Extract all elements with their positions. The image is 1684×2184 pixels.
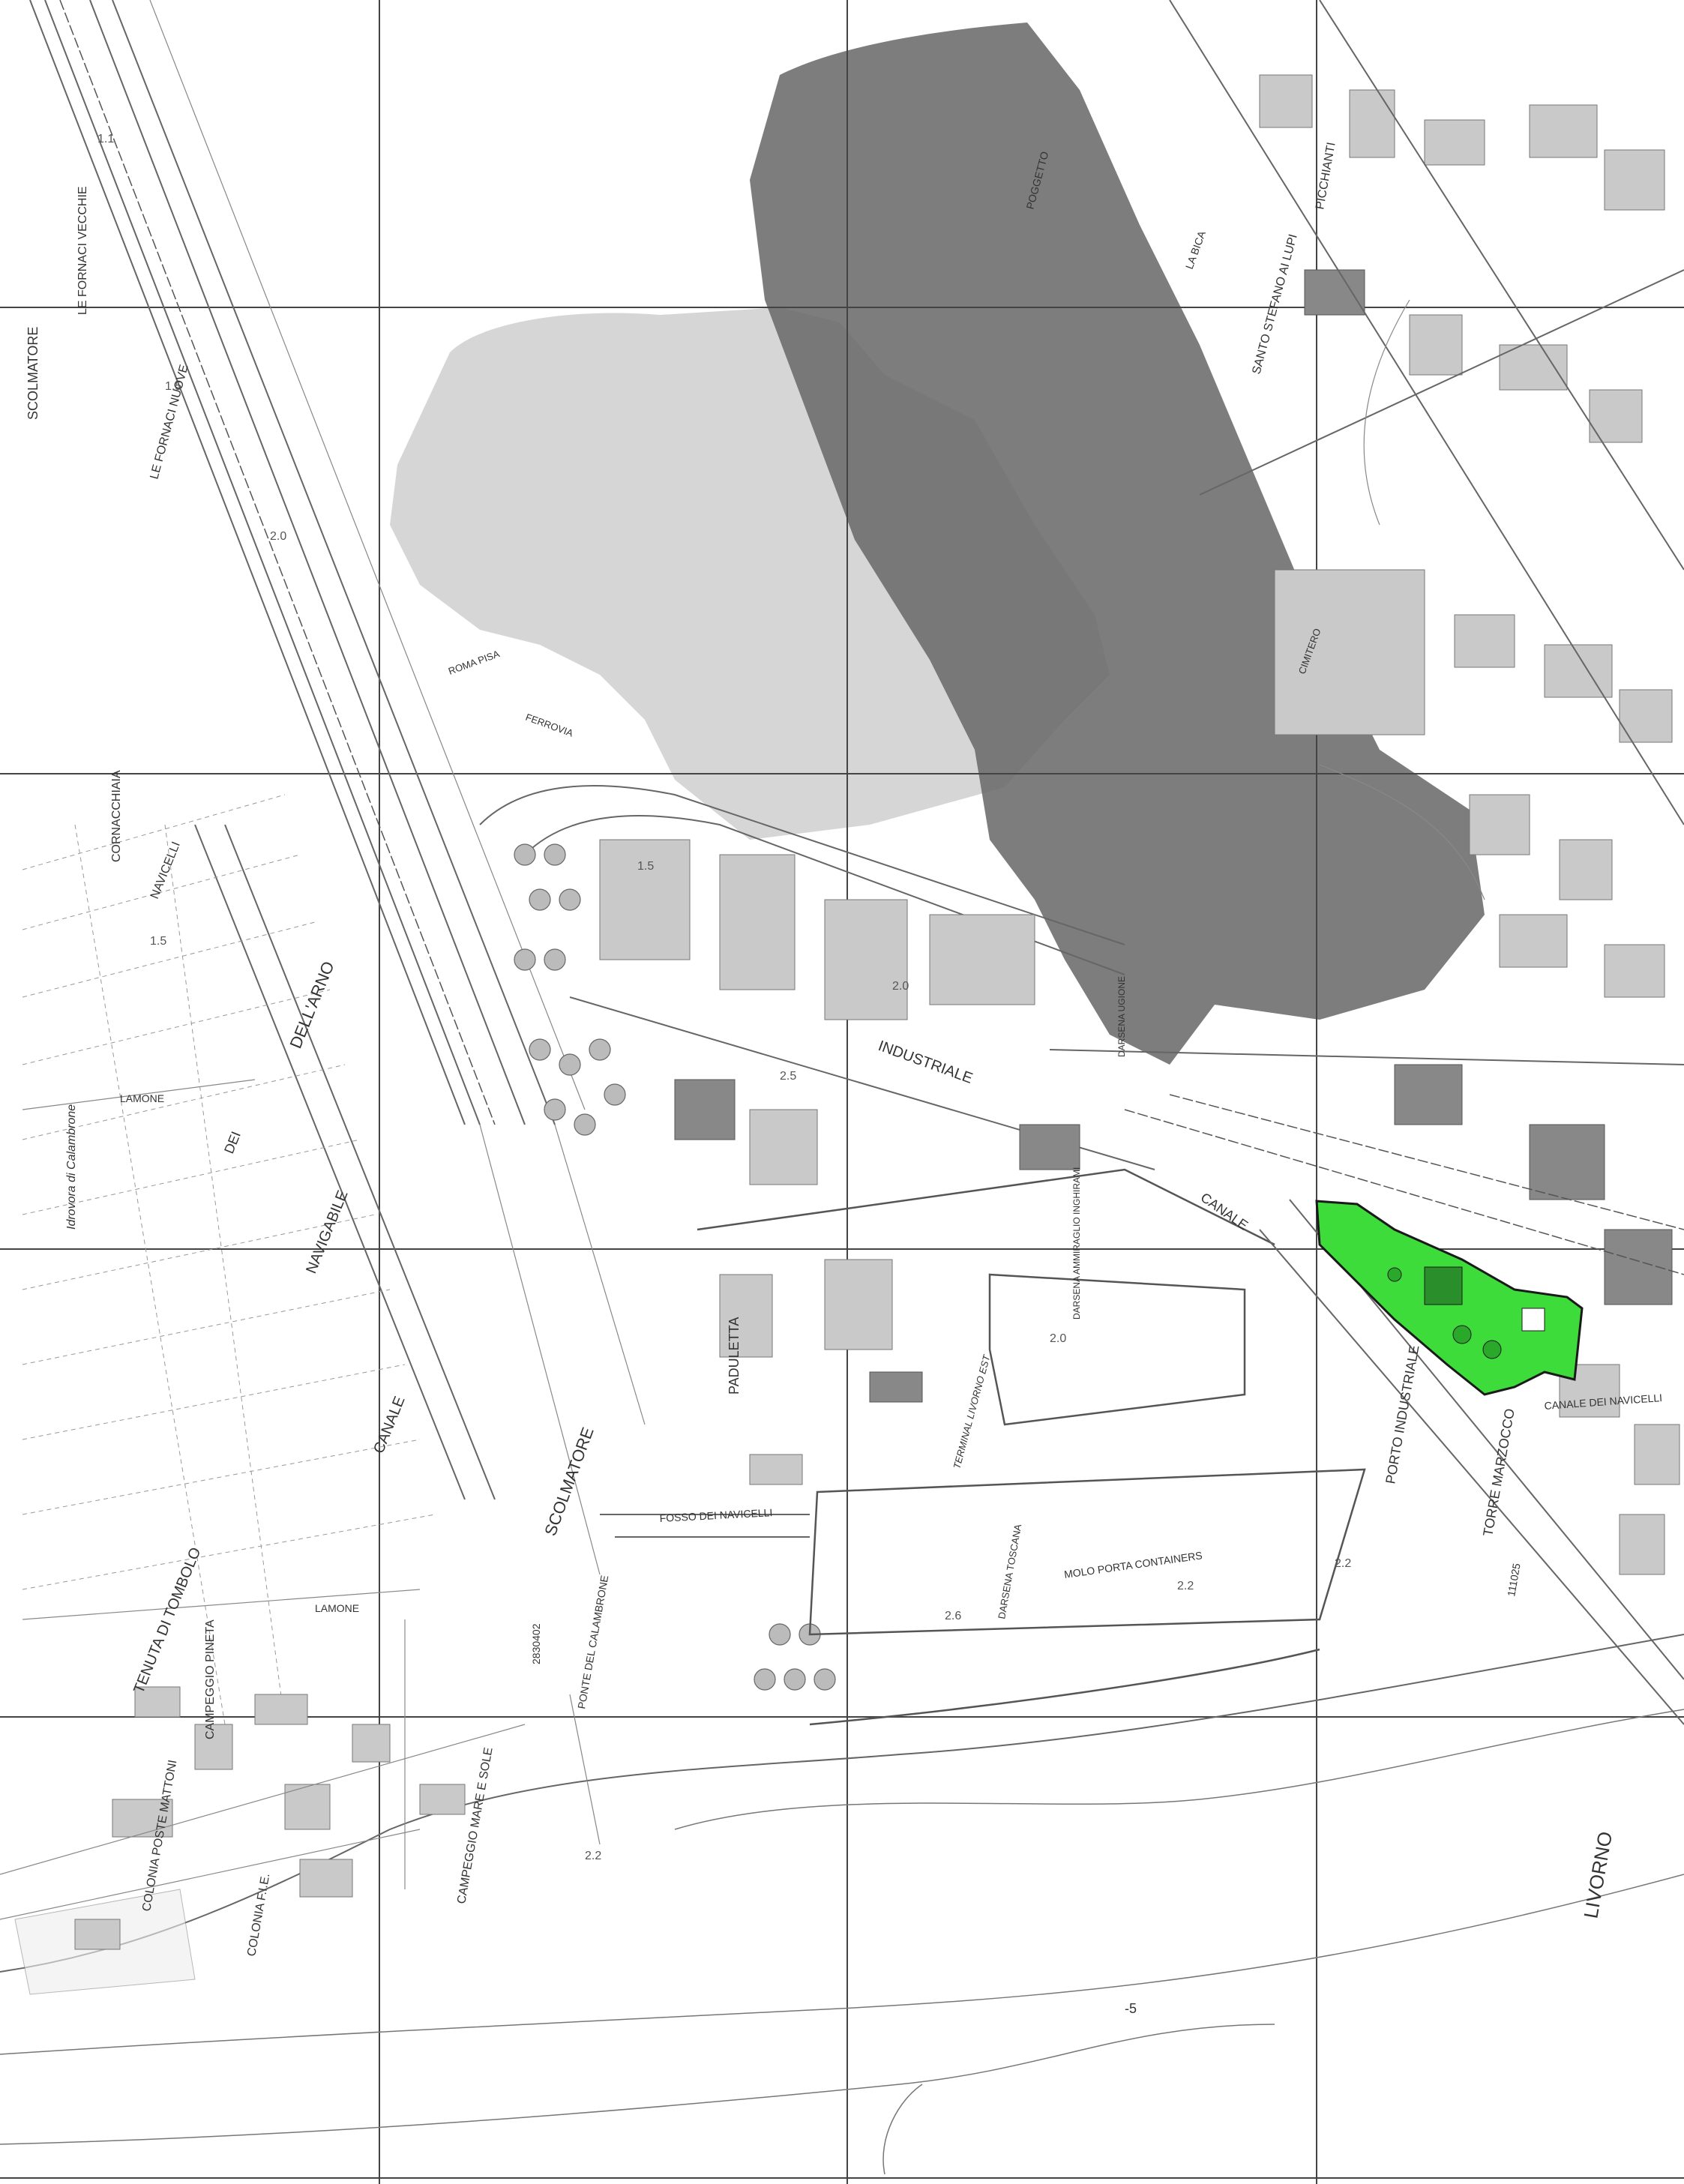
label-scolmatore-top: SCOLMATORE <box>25 327 40 420</box>
svg-text:2.5: 2.5 <box>780 1070 796 1083</box>
label-fosso-dei-navicelli: FOSSO DEI NAVICELLI <box>659 1506 772 1524</box>
label-idrovora: Idrovora di Calambrone <box>65 1104 78 1230</box>
svg-text:2.2: 2.2 <box>1177 1580 1194 1592</box>
label-lamone-2: LAMONE <box>315 1602 359 1614</box>
svg-text:2.0: 2.0 <box>1050 1332 1066 1345</box>
label-paduletta: PADULETTA <box>727 1317 742 1395</box>
port-docks <box>600 1168 1366 1726</box>
svg-text:2.0: 2.0 <box>270 530 286 543</box>
label-campeggio-pineta: CAMPEGGIO PINETA <box>204 1619 217 1739</box>
label-cornacchiaia: CORNACCHIAIA <box>110 770 123 862</box>
field-parcels <box>22 794 436 1725</box>
label-le-fornaci-vecchie: LE FORNACI VECCHIE <box>76 186 89 315</box>
svg-text:2.0: 2.0 <box>892 980 909 993</box>
label-quota-111: 111025 <box>1505 1562 1523 1598</box>
svg-text:1.5: 1.5 <box>637 860 654 873</box>
svg-text:2.6: 2.6 <box>945 1610 961 1622</box>
svg-text:1.5: 1.5 <box>150 935 166 948</box>
city-blocks <box>1049 0 1684 1725</box>
svg-text:2.2: 2.2 <box>1335 1557 1351 1570</box>
coastal-settlement <box>0 1619 601 1950</box>
spot-heights: 1.1 1.5 2.0 1.5 1.5 2.0 2.5 2.0 2.2 2.2 … <box>97 133 1351 1862</box>
label-darsena-ingegnere: DARSENA AMMIRAGLIO INGHIRAMI <box>1071 1167 1082 1320</box>
label-darsena-ugione: DARSENA UGIONE <box>1116 976 1127 1057</box>
industrial-zone <box>479 785 1155 1691</box>
flood-zone-dark <box>750 22 1485 1065</box>
label-depth-5: -5 <box>1125 2001 1137 2016</box>
coastline <box>0 1634 1684 2175</box>
highlighted-area-buildings <box>1387 1266 1545 1359</box>
svg-text:1.5: 1.5 <box>165 380 181 393</box>
label-lamone-1: LAMONE <box>120 1092 164 1104</box>
svg-text:1.1: 1.1 <box>97 133 114 145</box>
svg-text:2.2: 2.2 <box>585 1850 601 1862</box>
left-corridor <box>29 0 646 1575</box>
label-quota-283: 2830402 <box>530 1623 542 1664</box>
